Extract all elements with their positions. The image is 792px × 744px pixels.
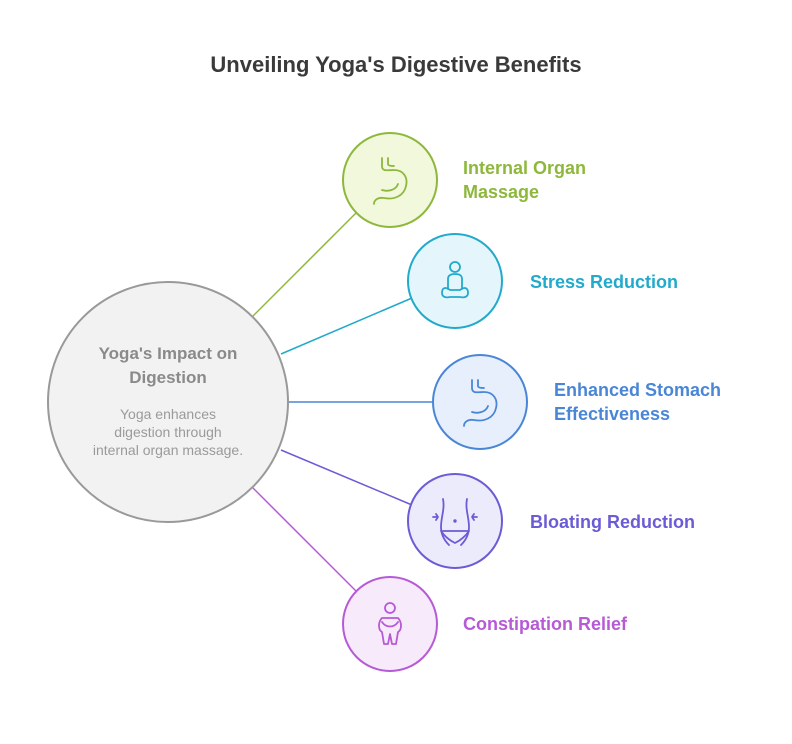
meditation-icon: [441, 261, 469, 299]
benefit-label-line1: Bloating Reduction: [530, 512, 695, 532]
center-title: Yoga's Impact on Digestion: [58, 342, 278, 390]
benefit-node-constipation: [342, 576, 438, 672]
benefit-label-bloating: Bloating Reduction: [530, 510, 695, 534]
center-desc-line3: internal organ massage.: [92, 442, 244, 458]
connector-stress: [280, 297, 413, 355]
benefit-node-internal-organ: [342, 132, 438, 228]
connector-bloating: [280, 449, 413, 506]
stomach-icon: [463, 379, 498, 427]
waist-icon: [432, 498, 478, 546]
stomach-icon: [373, 157, 408, 205]
benefit-label-internal-organ: Internal Organ Massage: [463, 156, 586, 204]
benefit-label-line1: Constipation Relief: [463, 614, 628, 634]
person-icon: [378, 602, 402, 645]
benefit-label-line1: Enhanced Stomach: [554, 380, 722, 400]
benefit-label-line1: Internal Organ: [463, 158, 587, 178]
benefit-node-stress: [407, 233, 503, 329]
benefit-node-bloating: [407, 473, 503, 569]
benefit-label-line1: Stress Reduction: [530, 272, 679, 292]
center-title-line2: Digestion: [129, 368, 207, 387]
diagram-title: Unveiling Yoga's Digestive Benefits: [210, 52, 582, 77]
center-description: Yoga enhances digestion through internal…: [68, 405, 268, 459]
benefit-node-stomach: [432, 354, 528, 450]
center-desc-line2: digestion through: [114, 424, 222, 440]
center-desc-line1: Yoga enhances: [119, 406, 217, 422]
benefit-label-constipation: Constipation Relief: [463, 612, 627, 636]
benefit-label-line2: Effectiveness: [554, 404, 671, 424]
benefit-label-line2: Massage: [463, 182, 540, 202]
center-circle: [47, 281, 289, 523]
benefit-label-stress: Stress Reduction: [530, 270, 678, 294]
connector-internal-organ: [252, 211, 358, 317]
connector-constipation: [252, 487, 358, 593]
center-title-line1: Yoga's Impact on: [98, 344, 238, 363]
benefit-label-stomach: Enhanced Stomach Effectiveness: [554, 378, 721, 426]
